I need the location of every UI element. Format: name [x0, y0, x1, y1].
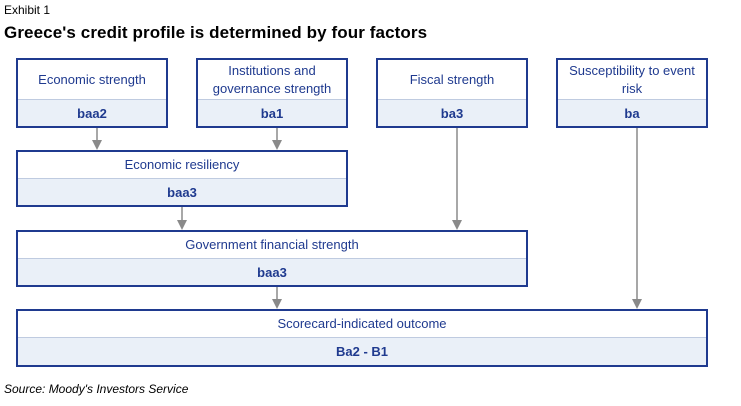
scorecard-outcome-score: Ba2 - B1 [18, 337, 706, 365]
government-financial-strength-score: baa3 [18, 258, 526, 285]
economic-resiliency-box: Economic resiliency baa3 [16, 150, 348, 207]
exhibit-label: Exhibit 1 [4, 3, 51, 17]
factor-label: Fiscal strength [409, 71, 495, 87]
factor-label: Economic strength [38, 71, 146, 87]
factor-label: Susceptibility to event risk [569, 62, 695, 96]
government-financial-strength-box: Government financial strength baa3 [16, 230, 528, 287]
government-financial-strength-label: Government financial strength [185, 237, 359, 252]
economic-resiliency-label: Economic resiliency [124, 157, 240, 172]
scorecard-outcome-box: Scorecard-indicated outcome Ba2 - B1 [16, 309, 708, 367]
scorecard-outcome-label: Scorecard-indicated outcome [277, 316, 447, 331]
page-title: Greece's credit profile is determined by… [4, 23, 428, 42]
factor-box-economic-strength: Economic strength baa2 [16, 58, 168, 128]
factor-score: ba1 [198, 99, 346, 126]
factor-score: ba [558, 99, 706, 126]
economic-resiliency-score: baa3 [18, 178, 346, 205]
factor-box-event-risk: Susceptibility to event risk ba [556, 58, 708, 128]
source-note: Source: Moody's Investors Service [4, 382, 189, 396]
factor-score: baa2 [18, 99, 166, 126]
factor-label: Institutions and governance strength [212, 62, 332, 96]
factor-box-fiscal-strength: Fiscal strength ba3 [376, 58, 528, 128]
factor-box-institutions: Institutions and governance strength ba1 [196, 58, 348, 128]
factor-score: ba3 [378, 99, 526, 126]
